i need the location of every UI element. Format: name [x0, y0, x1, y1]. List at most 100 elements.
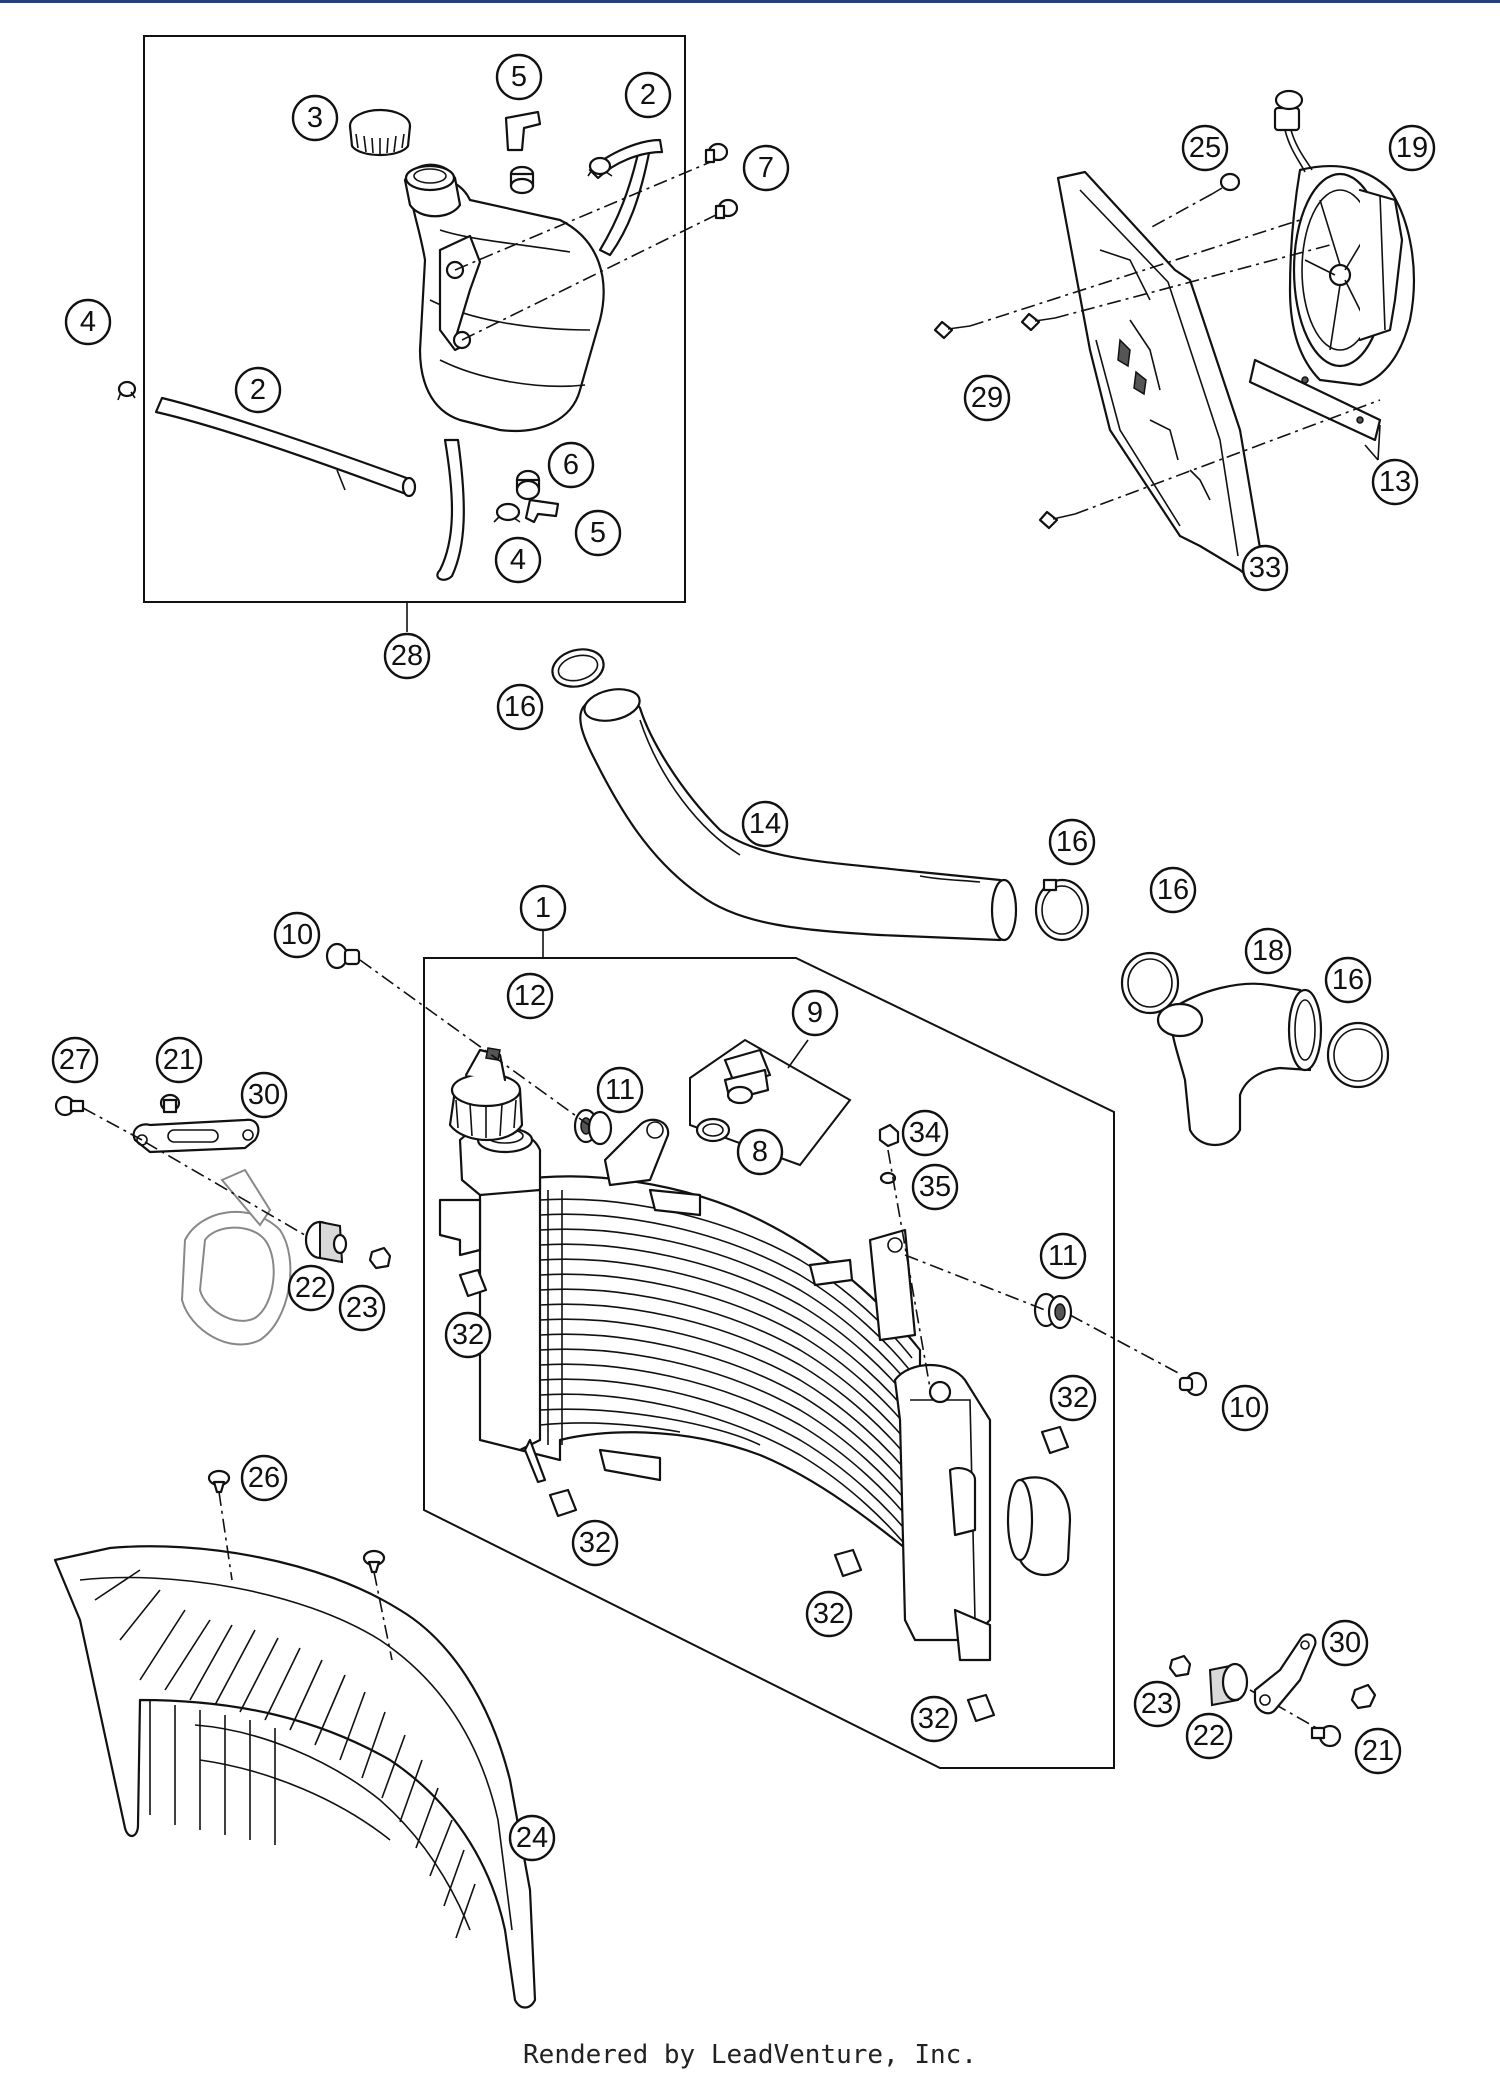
rubber-mount-icon: [1208, 1662, 1249, 1707]
grommet-icon: [1033, 1292, 1073, 1330]
svg-text:24: 24: [516, 1822, 548, 1854]
svg-text:10: 10: [1229, 1392, 1261, 1424]
svg-text:14: 14: [749, 808, 781, 840]
svg-text:27: 27: [59, 1044, 91, 1076]
callout-18: 18: [1244, 927, 1292, 975]
svg-text:16: 16: [1056, 826, 1088, 858]
callout-6: 6: [547, 441, 595, 489]
callout-4-left: 4: [64, 298, 112, 346]
leader-lines: [336, 469, 346, 491]
group-box-28: [143, 35, 686, 603]
svg-text:19: 19: [1396, 132, 1428, 164]
svg-text:10: 10: [281, 919, 313, 951]
hose-clamp-icon: [1120, 951, 1180, 1015]
cap-icon: [348, 108, 412, 156]
rubber-mount-icon: [304, 1220, 348, 1264]
callout-4-bottom: 4: [494, 536, 542, 584]
hose-icon: [579, 688, 1018, 942]
callout-16-top: 16: [496, 683, 544, 731]
radiator-guard-icon: [53, 1469, 537, 2009]
svg-text:1: 1: [535, 892, 551, 924]
mount-bracket-icon: [132, 1118, 260, 1154]
svg-text:11: 11: [605, 1074, 635, 1106]
callout-23-right: 23: [1133, 1680, 1181, 1728]
callout-24: 24: [508, 1814, 556, 1862]
screw-icon: [207, 1469, 386, 1574]
svg-text:26: 26: [248, 1462, 280, 1494]
svg-text:23: 23: [1141, 1688, 1173, 1720]
svg-text:9: 9: [807, 997, 823, 1029]
bolt-icon: [325, 942, 361, 970]
expansion-tank-icon: [403, 163, 605, 432]
callout-23-left: 23: [338, 1284, 386, 1332]
svg-text:35: 35: [919, 1171, 951, 1203]
expansion-tank-group: [117, 35, 739, 632]
left-mount-assembly: [54, 1093, 392, 1346]
bolt-icon: [54, 1093, 181, 1117]
svg-text:16: 16: [1332, 964, 1364, 996]
fan-icon: [1273, 89, 1416, 387]
svg-text:16: 16: [504, 691, 536, 723]
fitting-icon: [493, 469, 560, 524]
bracket-icon: [1248, 358, 1382, 442]
callout-7: 7: [742, 144, 790, 192]
svg-text:4: 4: [80, 306, 96, 338]
callout-32-c: 32: [571, 1519, 619, 1567]
bolt-icon: [878, 1123, 900, 1185]
svg-text:11: 11: [1048, 1240, 1078, 1272]
callout-16-far-right: 16: [1324, 956, 1372, 1004]
callout-1: 1: [519, 884, 567, 932]
callout-30-right: 30: [1321, 1619, 1369, 1667]
elbow-hose-icon: [1156, 982, 1323, 1146]
callout-32-a: 32: [444, 1311, 492, 1359]
bolt-icon: [704, 142, 739, 220]
nut-icon: [368, 1246, 392, 1270]
callout-21-right: 21: [1354, 1727, 1402, 1775]
right-mount-assembly: [1168, 1633, 1377, 1748]
callout-14: 14: [741, 800, 789, 848]
callout-32-e: 32: [910, 1695, 958, 1743]
nut-icon: [1168, 1654, 1192, 1678]
hose-clamp-icon: [587, 156, 613, 177]
svg-text:34: 34: [909, 1117, 941, 1149]
callout-11-right: 11: [1039, 1232, 1087, 1280]
hose-clamp-icon: [1034, 878, 1090, 942]
radiator-cap-icon: [448, 1047, 524, 1142]
svg-text:32: 32: [579, 1527, 611, 1559]
svg-text:7: 7: [758, 152, 774, 184]
callout-35: 35: [911, 1163, 959, 1211]
callout-32-d: 32: [805, 1590, 853, 1638]
svg-text:6: 6: [563, 449, 579, 481]
callout-30-left: 30: [240, 1071, 288, 1119]
svg-text:21: 21: [1362, 1735, 1394, 1767]
svg-text:13: 13: [1379, 466, 1411, 498]
callout-2-top: 2: [624, 71, 672, 119]
bolt-icon: [1310, 1683, 1377, 1748]
callout-10-right: 10: [1221, 1384, 1269, 1432]
callout-9: 9: [791, 989, 839, 1037]
callout-32-b: 32: [1049, 1374, 1097, 1422]
radiator-group: [325, 930, 1208, 1769]
fan-assembly: [933, 89, 1416, 577]
svg-text:8: 8: [752, 1136, 768, 1168]
svg-text:25: 25: [1189, 132, 1221, 164]
callout-5-top: 5: [495, 53, 543, 101]
radiator-icon: [438, 1118, 1072, 1662]
svg-text:23: 23: [346, 1292, 378, 1324]
svg-text:32: 32: [452, 1319, 484, 1351]
svg-text:21: 21: [163, 1044, 195, 1076]
upper-hose-assembly: [551, 648, 1390, 1146]
grommet-icon: [573, 1108, 613, 1146]
callout-3: 3: [291, 94, 339, 142]
svg-text:5: 5: [590, 517, 606, 549]
svg-text:32: 32: [813, 1598, 845, 1630]
callout-27: 27: [51, 1036, 99, 1084]
hose-clamp-icon: [551, 648, 605, 688]
svg-text:30: 30: [248, 1079, 280, 1111]
svg-text:3: 3: [307, 102, 323, 134]
callout-21-left: 21: [155, 1036, 203, 1084]
svg-text:2: 2: [250, 374, 266, 406]
hose-clamp-icon: [1326, 1021, 1390, 1089]
callout-22-left: 22: [287, 1264, 335, 1312]
